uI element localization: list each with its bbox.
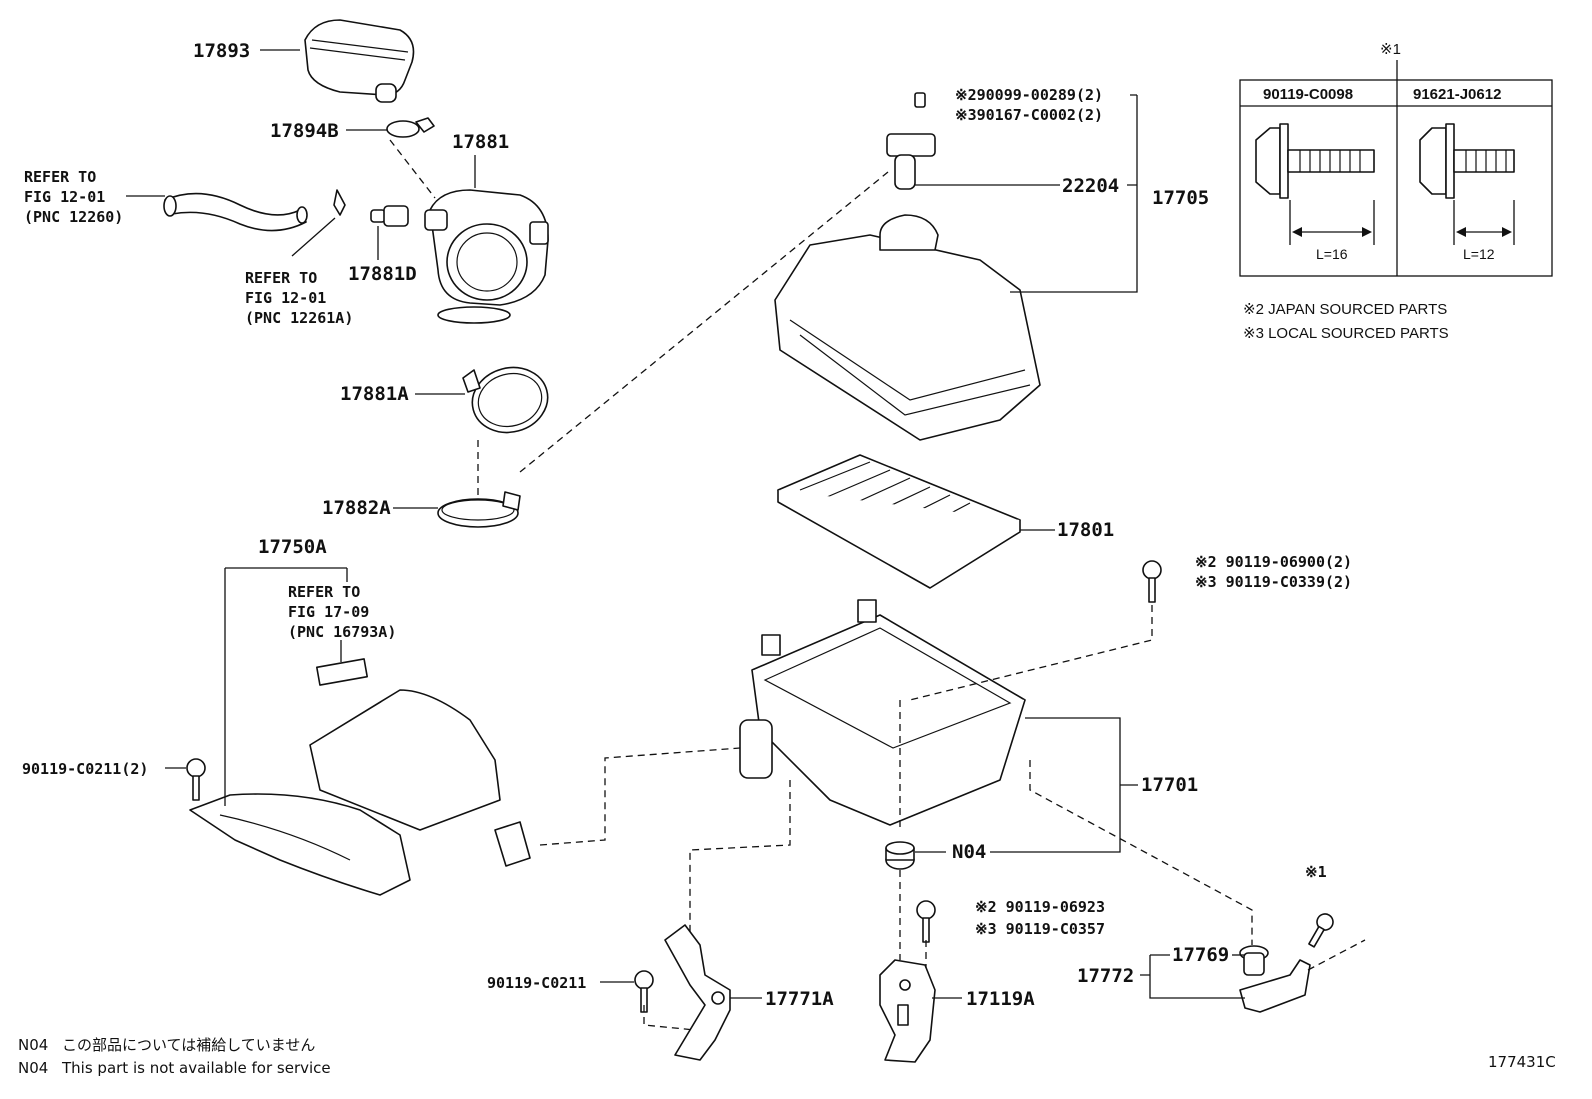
sourcing-legend: ※2 JAPAN SOURCED PARTS ※3 LOCAL SOURCED … bbox=[1243, 301, 1449, 342]
ref-c-line1: REFER TO bbox=[288, 583, 360, 601]
legend-note-3: ※3 LOCAL SOURCED PARTS bbox=[1243, 325, 1449, 342]
fitting-17881d-drawing bbox=[370, 205, 409, 227]
air-flow-body-17881-drawing bbox=[424, 189, 549, 324]
label-17769: 17769 bbox=[1172, 944, 1229, 966]
label-mark1-small: ※1 bbox=[1305, 863, 1327, 881]
leader-lines bbox=[126, 49, 1245, 999]
label-bolt-90119-c0211: 90119-C0211 bbox=[487, 974, 586, 992]
grommet-n04-drawing bbox=[885, 841, 915, 870]
bolt-flange-drawing bbox=[1255, 123, 1375, 245]
label-17881a: 17881A bbox=[340, 383, 409, 405]
footer-ja-code: N04 bbox=[18, 1036, 48, 1054]
label-bracket-bolt-b: ※3 90119-C0357 bbox=[975, 920, 1105, 938]
label-sensor-bolt-b: ※390167-C0002(2) bbox=[955, 106, 1103, 124]
label-n04: N04 bbox=[952, 841, 986, 863]
label-17881d: 17881D bbox=[348, 263, 417, 285]
clamp-17881a-drawing bbox=[462, 366, 549, 434]
label-17882a: 17882A bbox=[322, 497, 391, 519]
label-bracket-bolt-a: ※2 90119-06923 bbox=[975, 898, 1105, 916]
callout-mark: ※1 bbox=[1380, 41, 1401, 58]
label-cover-bolt-b: ※3 90119-C0339(2) bbox=[1195, 573, 1352, 591]
bolt-washer-drawing bbox=[1419, 123, 1515, 245]
bolt-drawings bbox=[186, 560, 1334, 1013]
label-17750a: 17750A bbox=[258, 536, 327, 558]
case-17701-drawing bbox=[739, 599, 1026, 826]
hose-12260-drawing bbox=[163, 189, 346, 232]
footer-en-code: N04 bbox=[18, 1059, 48, 1077]
filter-17801-drawing bbox=[777, 454, 1021, 589]
resonator-17893-drawing bbox=[304, 19, 415, 103]
footer-ja-text: この部品については補給していません bbox=[62, 1036, 315, 1054]
label-17894b: 17894B bbox=[270, 120, 339, 142]
bracket-17771a-drawing bbox=[664, 924, 731, 1061]
clamp-17894b-drawing bbox=[386, 117, 435, 138]
part-labels: 17893 17894B 17881 17881D 17881A 17882A … bbox=[22, 40, 1352, 1010]
bracket-17119a-drawing bbox=[879, 959, 936, 1063]
legend-note-2: ※2 JAPAN SOURCED PARTS bbox=[1243, 301, 1447, 318]
label-17119a: 17119A bbox=[966, 988, 1035, 1010]
ref-b-line3: (PNC 12261A) bbox=[245, 309, 353, 327]
callout-col2-length: L=12 bbox=[1463, 246, 1495, 262]
footer-en-text: This part is not available for service bbox=[61, 1059, 331, 1077]
ref-b-line2: FIG 12-01 bbox=[245, 289, 326, 307]
ref-a-line2: FIG 12-01 bbox=[24, 188, 105, 206]
label-17771a: 17771A bbox=[765, 988, 834, 1010]
label-17801: 17801 bbox=[1057, 519, 1114, 541]
clamp-17882a-drawing bbox=[437, 491, 521, 528]
label-bolt-90119-c0211-2: 90119-C0211(2) bbox=[22, 760, 148, 778]
bracket-17772-drawing bbox=[1239, 945, 1311, 1013]
label-cover-bolt-a: ※2 90119-06900(2) bbox=[1195, 553, 1352, 571]
label-17881: 17881 bbox=[452, 131, 509, 153]
cap-17705-drawing bbox=[774, 214, 1041, 441]
label-22204: 22204 bbox=[1062, 175, 1119, 197]
refer-to-a: REFER TO FIG 12-01 (PNC 12260) bbox=[24, 168, 123, 226]
callout-col1-part: 90119-C0098 bbox=[1263, 86, 1353, 103]
label-sensor-bolt-a: ※290099-00289(2) bbox=[955, 86, 1103, 104]
ref-a-line1: REFER TO bbox=[24, 168, 96, 186]
refer-to-b: REFER TO FIG 12-01 (PNC 12261A) bbox=[245, 269, 353, 327]
callout-col2-part: 91621-J0612 bbox=[1413, 86, 1501, 103]
ref-c-line2: FIG 17-09 bbox=[288, 603, 369, 621]
label-17772: 17772 bbox=[1077, 965, 1134, 987]
sensor-22204-drawing bbox=[886, 92, 936, 190]
refer-to-c: REFER TO FIG 17-09 (PNC 16793A) bbox=[288, 583, 396, 641]
callout-col1-length: L=16 bbox=[1316, 246, 1348, 262]
callout-box: ※1 90119-C0098 91621-J0612 L=16 L=12 bbox=[1239, 41, 1553, 277]
ref-b-line1: REFER TO bbox=[245, 269, 317, 287]
figure-number: 177431C bbox=[1488, 1053, 1556, 1071]
ref-a-line3: (PNC 12260) bbox=[24, 208, 123, 226]
inlet-duct-17750a-drawing bbox=[189, 658, 531, 896]
ref-c-line3: (PNC 16793A) bbox=[288, 623, 396, 641]
label-17893: 17893 bbox=[193, 40, 250, 62]
dashed-connections bbox=[389, 139, 1366, 1031]
label-17705: 17705 bbox=[1152, 187, 1209, 209]
label-17701: 17701 bbox=[1141, 774, 1198, 796]
footer-notes: N04 この部品については補給していません N04 This part is n… bbox=[18, 1036, 1556, 1077]
